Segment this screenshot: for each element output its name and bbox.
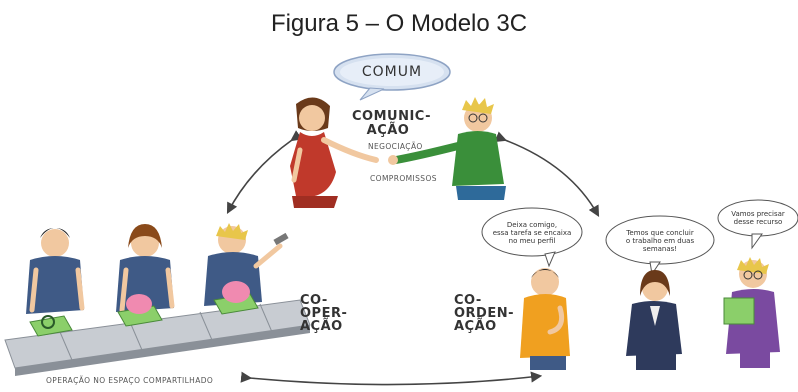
arrow-cooperation-coordination <box>240 371 543 386</box>
cooperation-label-line1: CO- <box>300 293 328 308</box>
communication-label: COMUNIC- AÇÃO <box>352 109 432 138</box>
comum-speech-bubble <box>333 53 451 101</box>
shared-space-caption: OPERAÇÃO NO ESPAÇO COMPARTILHADO <box>46 376 214 385</box>
communication-label-line1: COMUNIC- <box>352 109 432 124</box>
bubble1-line: no meu perfil <box>508 237 556 245</box>
woman-red-dress-figure <box>290 97 379 208</box>
bubble2-line: semanas! <box>642 245 678 253</box>
speech-bubble-3: Vamos precisar desse recurso <box>722 210 794 226</box>
speech-bubble-1: Deixa comigo, essa tarefa se encaixa no … <box>484 221 580 245</box>
coordination-people <box>481 199 798 370</box>
bubble3-line: desse recurso <box>733 218 783 226</box>
communication-label-line2: AÇÃO <box>366 123 410 138</box>
coordination-label-line3: AÇÃO <box>454 319 497 334</box>
cooperation-label-line2: OPER- <box>300 306 348 321</box>
comum-bubble-text: COMUM <box>361 64 423 80</box>
coordination-label: CO- ORDEN- AÇÃO <box>454 294 514 333</box>
arrow-communication-coordination <box>494 131 600 217</box>
cooperation-label-line3: AÇÃO <box>300 319 343 334</box>
bubble3-line: Vamos precisar <box>731 210 785 218</box>
cooperation-label: CO- OPER- AÇÃO <box>300 294 347 333</box>
bubble2-line: Temos que concluir <box>626 229 694 237</box>
negotiation-caption: NEGOCIAÇÃO <box>368 142 423 151</box>
bubble2-line: o trabalho em duas <box>625 237 695 245</box>
cooperation-workers <box>4 223 311 376</box>
coordination-label-line1: CO- <box>454 293 482 308</box>
bubble1-line: essa tarefa se encaixa <box>492 229 572 237</box>
commitments-caption: COMPROMISSOS <box>370 174 437 183</box>
figure-title: Figura 5 – O Modelo 3C <box>270 10 528 37</box>
coordination-label-line2: ORDEN- <box>454 306 515 321</box>
bubble1-line: Deixa comigo, <box>506 221 558 229</box>
arrow-communication-cooperation <box>226 130 303 214</box>
man-green-shirt-figure <box>388 97 506 200</box>
speech-bubble-2: Temos que concluir o trabalho em duas se… <box>610 229 710 253</box>
